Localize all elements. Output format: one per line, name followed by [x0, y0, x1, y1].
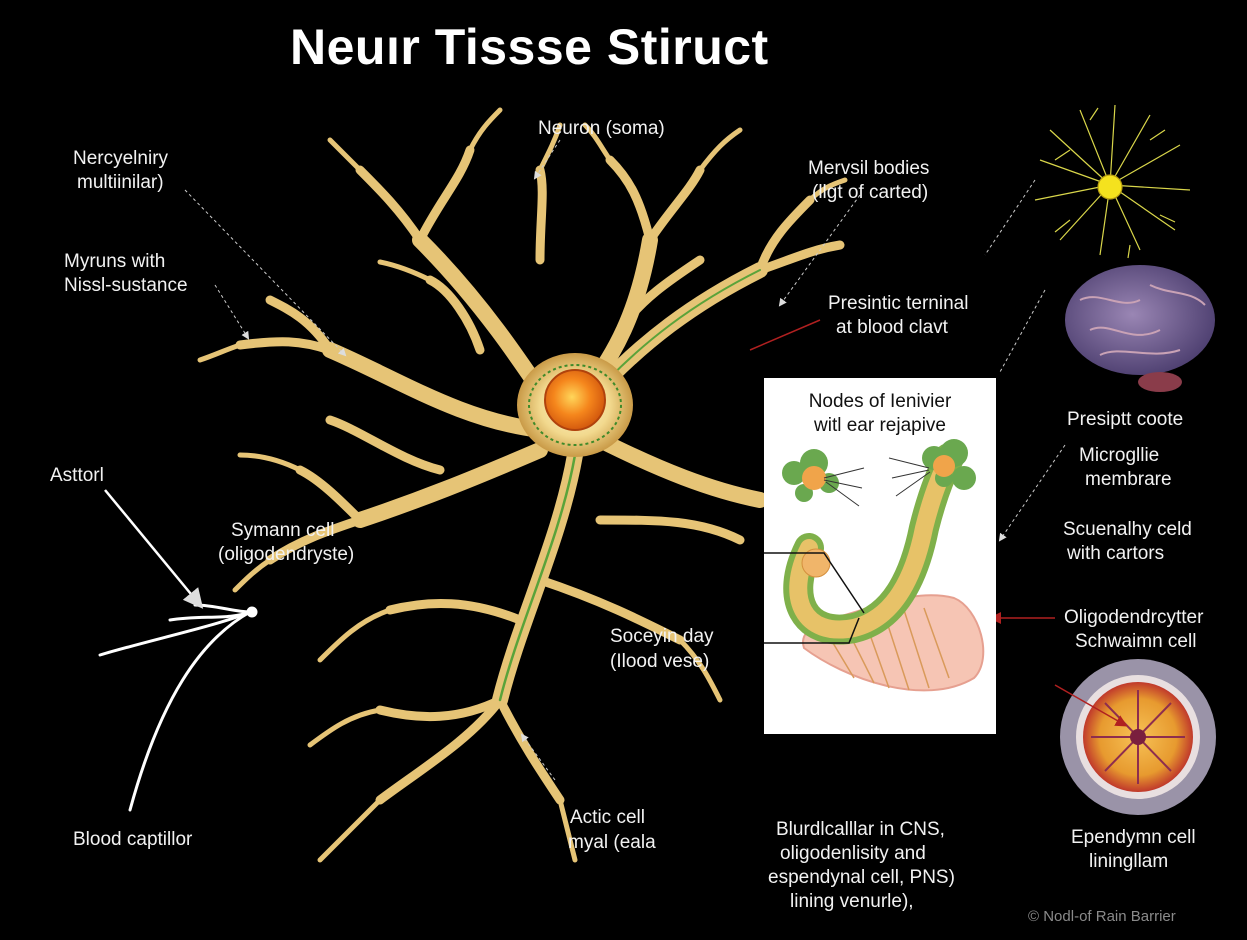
label-soceyin-line2: (Ilood vese) — [610, 650, 709, 673]
astrocyte-sketch — [100, 605, 256, 810]
label-bottom-line2: oligodenlisity and — [780, 842, 926, 865]
ependymal-cell-illustration — [1060, 659, 1216, 815]
inset-label-line1: Nodes of Ienivier — [764, 390, 996, 413]
label-symann-line1: Symann cell — [231, 519, 335, 542]
label-actic-line1: Actic cell — [570, 806, 645, 829]
label-nercyelniry-line1: Nercyelniry — [73, 147, 168, 170]
microglia-illustration — [1035, 105, 1190, 258]
label-actic-line2: myal (eala — [568, 831, 656, 854]
label-mervsil-line2: (llgt of carted) — [812, 181, 928, 204]
label-myruns-line2: Nissl-sustance — [64, 274, 188, 297]
brain-illustration — [1065, 265, 1215, 392]
label-microglie-line2: membrare — [1085, 468, 1172, 491]
label-microglie-line1: Microgllie — [1079, 444, 1159, 467]
label-bottom-line4: lining venurle), — [790, 890, 914, 913]
label-nercyelniry-line2: multiinilar) — [77, 171, 164, 194]
inset-label-line2: witl ear rejapive — [764, 414, 996, 437]
label-scuenalhy-line2: with cartors — [1067, 542, 1164, 565]
inset-panel-node-of-ranvier: Nodes of Ienivier witl ear rejapive — [764, 378, 996, 734]
label-symann-line2: (oligodendryste) — [218, 543, 354, 566]
label-ependymn-line1: Ependymn cell — [1071, 826, 1196, 849]
label-ependymn-line2: liningllam — [1089, 850, 1168, 873]
label-scuenalhy-line1: Scuenalhy celd — [1063, 518, 1192, 541]
neuron-illustration — [200, 110, 845, 860]
label-presintic-line1: Presintic terninal — [828, 292, 968, 315]
label-presintic-line2: at blood clavt — [836, 316, 948, 339]
label-neuron-soma: Neuron (soma) — [538, 117, 665, 140]
label-bottom-line3: espendynal cell, PNS) — [768, 866, 955, 889]
label-mervsil-line1: Mervsil bodies — [808, 157, 929, 180]
label-oligo-line1: Oligodendrcytter — [1064, 606, 1203, 629]
image-credit: © Nodl-of Rain Barrier — [1028, 908, 1176, 925]
label-blood-capillary: Blood captillor — [73, 828, 192, 851]
page-title: Neuır Tissse Stiruct — [290, 18, 769, 76]
label-presiptt: Presiptt coote — [1067, 408, 1183, 431]
label-myruns-line1: Myruns with — [64, 250, 165, 273]
neuron-nucleus — [545, 370, 605, 430]
label-astrori: Asttorl — [50, 464, 104, 487]
label-bottom-line1: Blurdlcalllar in CNS, — [776, 818, 945, 841]
label-oligo-line2: Schwaimn cell — [1075, 630, 1196, 653]
label-soceyin-line1: Soceyin day — [610, 625, 714, 648]
